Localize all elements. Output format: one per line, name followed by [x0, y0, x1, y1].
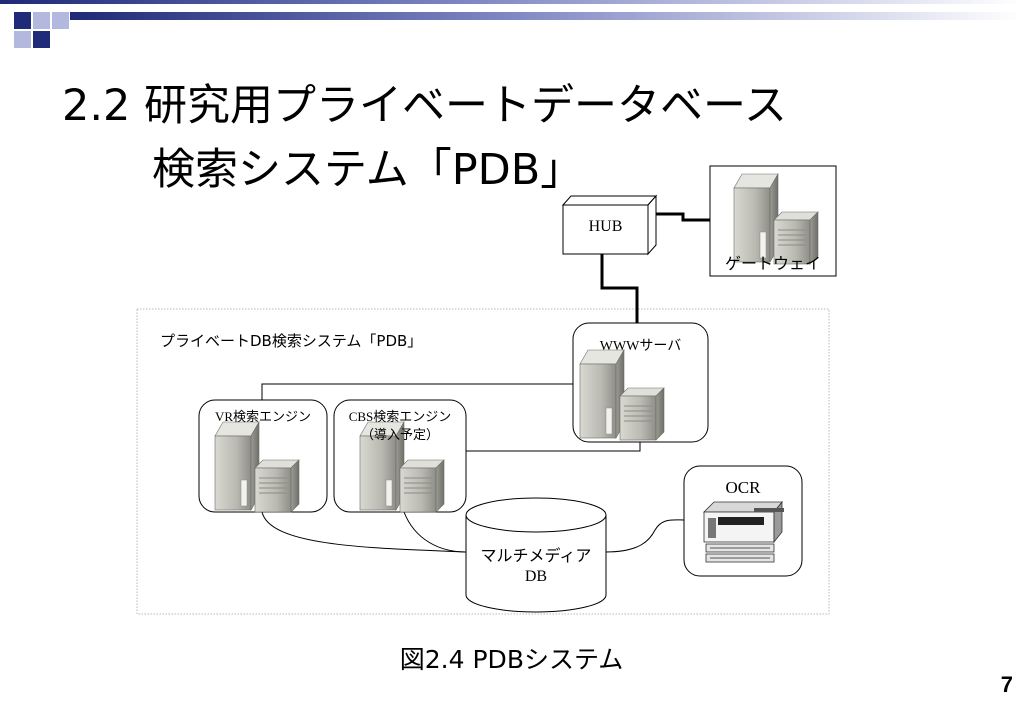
- multimedia-db-cylinder: [465, 497, 607, 613]
- hub-label: HUB: [588, 218, 623, 235]
- slide-title: 2.2 研究用プライベートデータベース 検索システム「PDB」: [62, 74, 787, 202]
- scanner-icon: [703, 500, 784, 563]
- cbs-engine-note: （導入予定）: [360, 428, 439, 443]
- pdb-system-label: プライベートDB検索システム「PDB」: [160, 332, 423, 350]
- page-number: 7: [1000, 672, 1013, 697]
- db-label-line-1: マルチメディア: [480, 546, 592, 565]
- vr-engine-label: VR検索エンジン: [214, 409, 312, 424]
- figure-caption: 図2.4 PDBシステム: [399, 645, 624, 674]
- title-line-2: 検索システム「PDB」: [152, 145, 584, 195]
- gateway-label: ゲートウェイ: [724, 254, 821, 273]
- hub-device: [561, 194, 658, 256]
- cbs-engine-label: CBS検索エンジン: [348, 409, 452, 424]
- www-server-label: WWWサーバ: [599, 339, 682, 354]
- ocr-label: OCR: [725, 478, 761, 497]
- header-decoration: [0, 0, 1023, 48]
- internal-links: [261, 383, 685, 553]
- pdb-system-boundary: [136, 308, 830, 615]
- network-links: [600, 212, 710, 323]
- db-label-line-2: DB: [524, 568, 548, 585]
- title-line-1: 2.2 研究用プライベートデータベース: [62, 81, 787, 131]
